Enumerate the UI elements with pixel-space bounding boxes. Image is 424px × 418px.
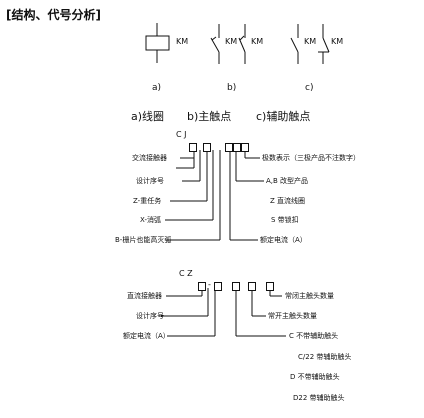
legend-main-contact: b)主触点: [187, 110, 232, 123]
cj-label-dc-coil: Z 直流线圈: [270, 197, 306, 205]
cz-box-1: [198, 282, 206, 291]
cj-box-5: [241, 143, 249, 152]
legend-aux-contact: c)辅助触点: [256, 110, 311, 123]
cz-box-2: [214, 282, 222, 291]
cj-code: C J: [176, 130, 187, 139]
cz-label-d-no-aux: D 不带辅助触头: [290, 373, 340, 381]
cj-label-heavy-duty: Z-重任务: [133, 197, 162, 205]
cj-box-2: [203, 143, 211, 152]
cj-label-latch: S 带锁扣: [271, 216, 299, 224]
cz-label-c-no-aux: C 不带辅助触头: [289, 332, 339, 340]
coil-label: KM: [176, 37, 189, 46]
main-contact-label-1: KM: [225, 37, 238, 46]
cz-label-d22-aux: D22 带辅助触头: [293, 394, 345, 402]
cj-label-design-no: 设计序号: [136, 177, 164, 185]
caption-c: c): [305, 83, 314, 93]
aux-contact-label-1: KM: [304, 37, 317, 46]
cj-label-modified: A,B 改型产品: [266, 177, 309, 185]
cj-box-1: [189, 143, 197, 152]
cz-label-nc-main: 常闭主触头数量: [285, 292, 334, 300]
cj-box-4: [233, 143, 241, 152]
caption-a: a): [152, 83, 162, 93]
cj-label-rated-current: 额定电流（A）: [260, 236, 307, 244]
cz-box-4: [248, 282, 256, 291]
page-title: [结构、代号分析]: [6, 8, 101, 22]
legend-coil: a)线圈: [131, 110, 165, 123]
cj-label-arc-suppress: X-消弧: [140, 216, 161, 224]
cz-box-5: [266, 282, 274, 291]
cj-label-poles: 极数表示（三极产品不注数字）: [262, 154, 360, 162]
cz-dash: -: [208, 280, 211, 289]
aux-contact-label-2: KM: [331, 37, 344, 46]
caption-b: b): [227, 83, 237, 93]
cz-label-no-main: 常开主触头数量: [268, 312, 317, 320]
cz-label-contactor: 直流接触器: [127, 292, 162, 300]
cz-label-design-no: 设计序号: [136, 312, 164, 320]
cj-label-contactor: 交流接触器: [132, 154, 167, 162]
cz-label-rated-current: 额定电流（A）: [123, 332, 170, 340]
main-contact-label-2: KM: [251, 37, 264, 46]
cz-box-3: [232, 282, 240, 291]
cj-label-grid-arc: B-栅片也能高灭弧: [115, 236, 172, 244]
cz-code: C Z: [179, 269, 193, 278]
cj-box-3: [225, 143, 233, 152]
cz-label-c22-aux: C/22 带辅助触头: [298, 353, 352, 361]
